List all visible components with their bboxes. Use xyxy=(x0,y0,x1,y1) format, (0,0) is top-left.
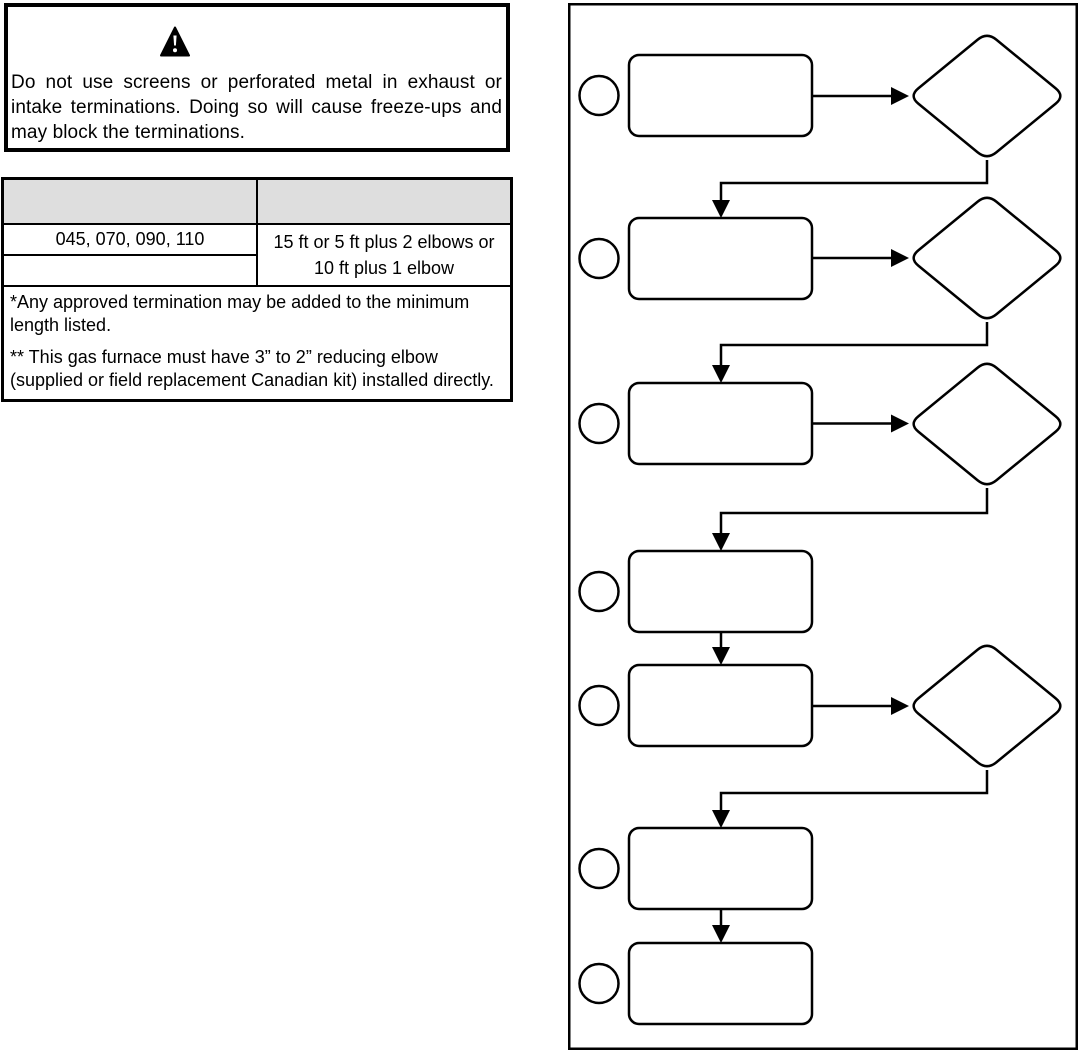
step-7-circle xyxy=(578,962,620,1005)
connector-2-arrowhead xyxy=(712,365,730,383)
warning-text: Do not use screens or perforated metal i… xyxy=(11,72,502,143)
min-vent-length-cell: 15 ft or 5 ft plus 2 elbows or 10 ft plu… xyxy=(256,222,513,287)
step-4-circle xyxy=(578,570,620,613)
model-empty-cell xyxy=(1,253,258,287)
step-1-decision-diamond xyxy=(912,34,1062,158)
step-1-arrowhead xyxy=(891,87,909,105)
connector-5-arrowhead xyxy=(712,810,730,828)
table-row xyxy=(1,253,512,287)
connector-1 xyxy=(719,160,989,204)
connector-3 xyxy=(719,488,989,537)
step-6-process-box xyxy=(627,826,814,911)
step-5-process-box xyxy=(627,663,814,748)
connector-6-arrowhead xyxy=(712,925,730,943)
vent-length-table: 045, 070, 090, 110 15 ft or 5 ft plus 2 … xyxy=(1,177,513,402)
footnote-cell: *Any approved termination may be added t… xyxy=(1,284,513,401)
step-5-circle xyxy=(578,684,620,727)
connector-3-arrowhead xyxy=(712,533,730,551)
step-1-process-box xyxy=(627,53,814,138)
step-7-process-box xyxy=(627,941,814,1026)
step-5-decision-diamond xyxy=(912,644,1062,768)
step-2-process-box xyxy=(627,216,814,301)
flowchart-border xyxy=(568,3,1078,1050)
step-6-circle xyxy=(578,847,620,890)
table-footnote-row: *Any approved termination may be added t… xyxy=(1,284,513,401)
step-5-arrowhead xyxy=(891,697,909,715)
step-2-arrowhead xyxy=(891,249,909,267)
step-2-decision-diamond xyxy=(912,196,1062,320)
footnote-1: *Any approved termination may be added t… xyxy=(10,291,470,335)
step-3-circle xyxy=(578,402,620,445)
step-3-arrowhead xyxy=(891,414,909,433)
connector-2 xyxy=(719,322,989,369)
connector-5 xyxy=(719,770,989,814)
warning-triangle-icon xyxy=(160,26,190,58)
footnote-2: ** This gas furnace must have 3” to 2” r… xyxy=(10,346,494,390)
flowchart-panel xyxy=(568,3,1078,1050)
step-4-process-box xyxy=(627,549,814,634)
header-cell-model xyxy=(1,177,258,225)
header-cell-length xyxy=(256,177,513,225)
connector-4-arrowhead xyxy=(712,647,730,665)
model-sizes-cell: 045, 070, 090, 110 xyxy=(1,222,258,256)
warning-box: Do not use screens or perforated metal i… xyxy=(4,3,510,152)
step-3-decision-diamond xyxy=(912,362,1062,486)
step-2-circle xyxy=(578,237,620,280)
table-header-row xyxy=(1,177,513,225)
connector-1-arrowhead xyxy=(712,200,730,218)
step-1-circle xyxy=(578,74,620,117)
table-row: 045, 070, 090, 110 15 ft or 5 ft plus 2 … xyxy=(1,222,513,287)
step-3-process-box xyxy=(627,381,814,466)
